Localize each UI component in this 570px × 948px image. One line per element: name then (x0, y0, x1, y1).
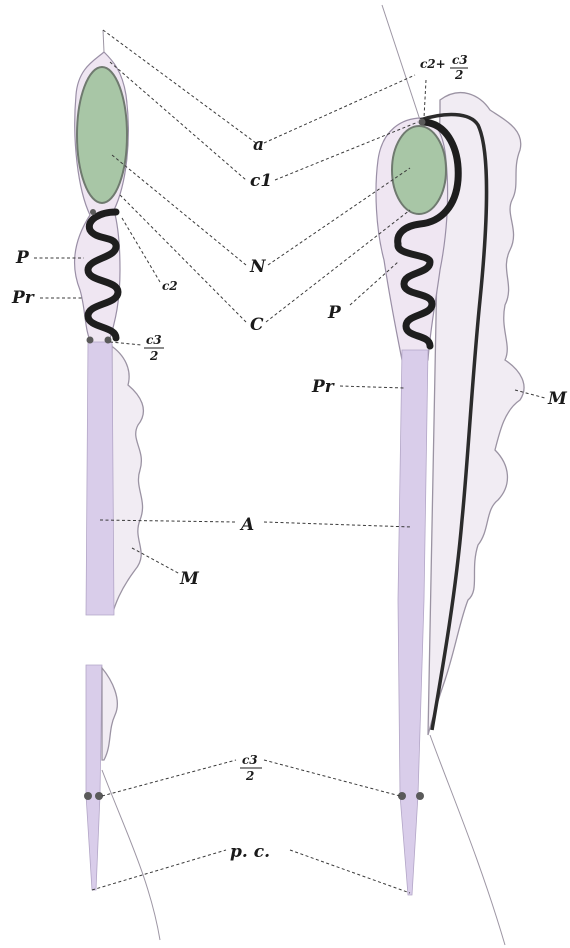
label-pc: p. c. (230, 842, 270, 862)
left-lower-centrosome-b (95, 792, 103, 800)
label-m-right: M (547, 389, 568, 409)
left-stray-thread (102, 770, 160, 940)
leader-c2c3-vertical (424, 80, 426, 118)
leader-c-left (120, 195, 246, 322)
left-centrosome-c3a (87, 337, 94, 344)
right-tail (398, 350, 428, 895)
leader-c3-upper (110, 342, 142, 345)
right-tip-needle (382, 5, 420, 120)
label-c: C (250, 315, 264, 335)
leader-pr-right (340, 386, 404, 388)
label-m-left: M (179, 569, 200, 589)
label-c1: c1 (250, 171, 272, 191)
label-c2: c2 (162, 279, 178, 293)
leader-c3-lower-left (102, 760, 236, 796)
leader-pc-right (290, 850, 410, 893)
leader-pc-left (92, 850, 226, 890)
label-c3-upper-den: 2 (149, 349, 158, 363)
label-c2plus-den: 2 (454, 68, 463, 82)
label-c3-over-2-upper: c3 2 (144, 333, 164, 363)
label-c2plus: c2+ (420, 57, 446, 71)
label-c3-over-2-lower: c3 2 (240, 753, 262, 783)
left-lower-membrane (102, 668, 117, 760)
left-sperm (75, 30, 160, 940)
leader-n-left (112, 155, 246, 265)
right-sperm (376, 5, 524, 945)
label-a-tail: A (239, 515, 254, 535)
left-tail-upper (86, 342, 114, 615)
label-p-left: P (15, 248, 30, 268)
left-undulating-membrane (110, 345, 143, 615)
right-lower-centrosome-b (416, 792, 424, 800)
label-n: N (249, 257, 267, 277)
label-pr-left: Pr (11, 288, 35, 308)
left-tail-lower (86, 665, 102, 890)
leader-c2 (122, 218, 160, 282)
leader-c3-lower-right (264, 760, 400, 796)
label-p-right: P (327, 303, 342, 323)
left-centrosome-c1 (90, 209, 96, 215)
label-c2plus-num: c3 (452, 53, 468, 67)
label-c2-plus-c3-over-2: c2+ c3 2 (420, 53, 468, 82)
label-c3-lower-den: 2 (245, 769, 254, 783)
right-stray-thread (430, 735, 505, 945)
left-tip-needle (103, 30, 104, 52)
label-c3-upper-num: c3 (146, 333, 162, 347)
left-lower-centrosome-a (84, 792, 92, 800)
leader-c1-left (110, 62, 246, 180)
left-nucleus (77, 67, 127, 203)
label-c3-lower-num: c3 (242, 753, 258, 767)
right-nucleus (392, 126, 446, 214)
label-pr-right: Pr (311, 377, 335, 397)
leader-a-tail-right (264, 522, 412, 527)
label-a: a (253, 135, 264, 155)
